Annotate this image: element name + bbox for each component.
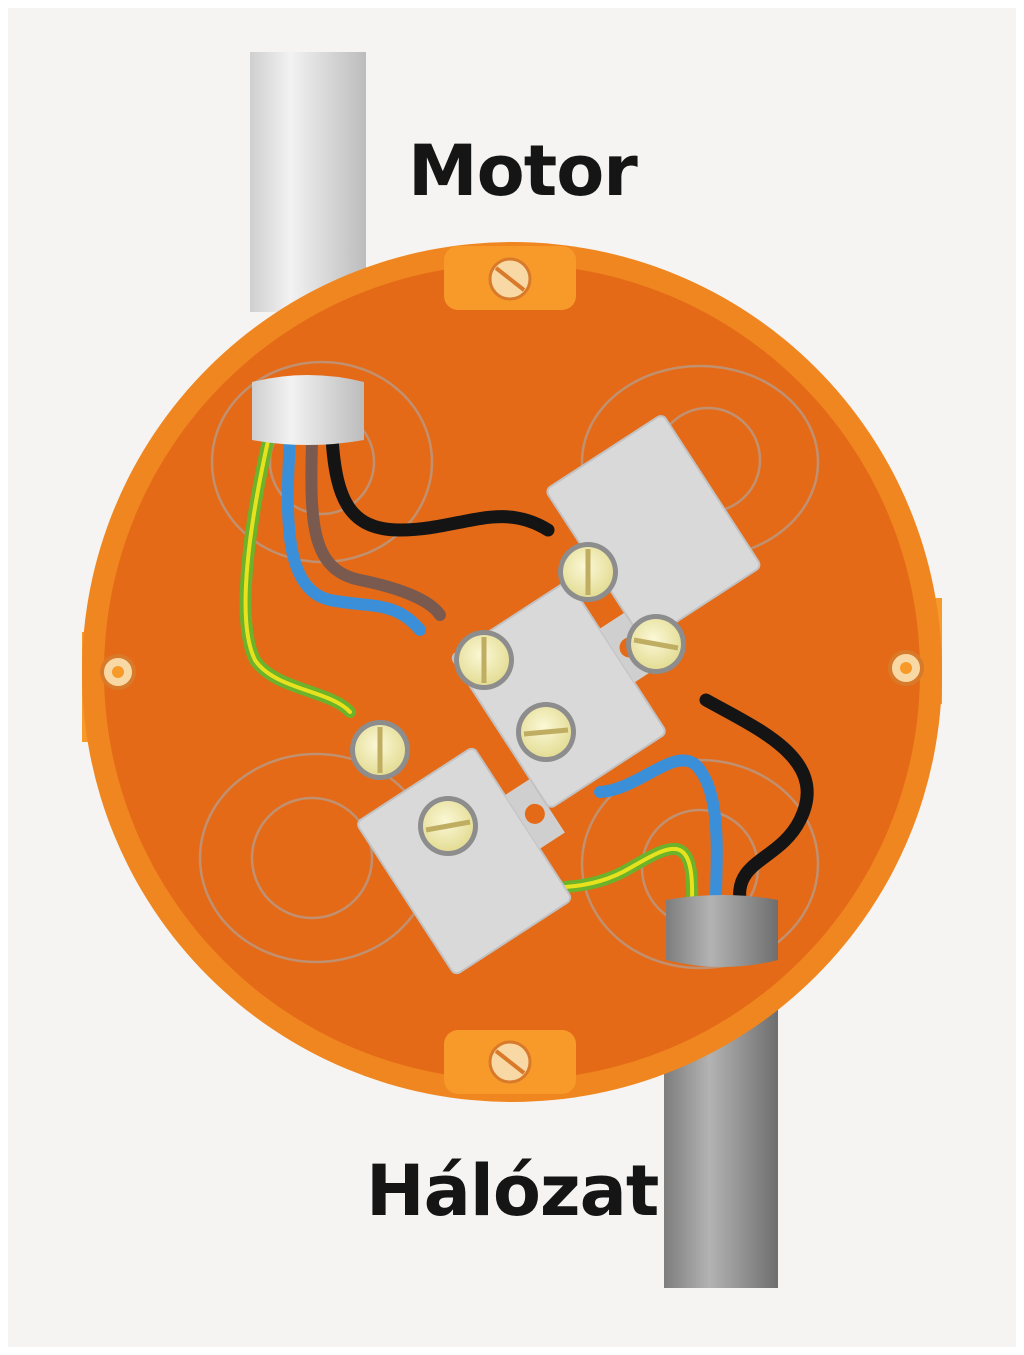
- right-knockout-icon: [888, 650, 924, 686]
- motor-wires: [239, 426, 555, 718]
- screw-icon: [488, 257, 532, 301]
- motor-cable: [250, 52, 366, 312]
- terminal-screws: [350, 542, 686, 856]
- bottom-screw-tab: [444, 1030, 576, 1094]
- wire-blue-motor: [281, 434, 426, 636]
- screw-icon: [558, 542, 618, 602]
- screw-icon: [350, 720, 410, 780]
- wire-brown-motor: [305, 434, 446, 621]
- network-cable-end: [666, 895, 778, 967]
- screw-icon: [454, 630, 514, 690]
- left-knockout-icon: [100, 654, 136, 690]
- wire-blue-network: [594, 754, 723, 906]
- wire-black-motor: [325, 431, 555, 537]
- screw-icon: [488, 1040, 532, 1084]
- wire-earth-motor-stripe: [243, 430, 352, 714]
- wire-black-network: [699, 693, 814, 907]
- terminal-block-left: [357, 747, 572, 975]
- screw-icon: [626, 614, 686, 674]
- screw-icon: [418, 796, 478, 856]
- network-label: Hálózat: [366, 1150, 659, 1232]
- motor-cable-end: [252, 375, 364, 445]
- top-screw-tab: [444, 246, 576, 310]
- motor-label: Motor: [408, 130, 638, 212]
- screw-icon: [516, 702, 576, 762]
